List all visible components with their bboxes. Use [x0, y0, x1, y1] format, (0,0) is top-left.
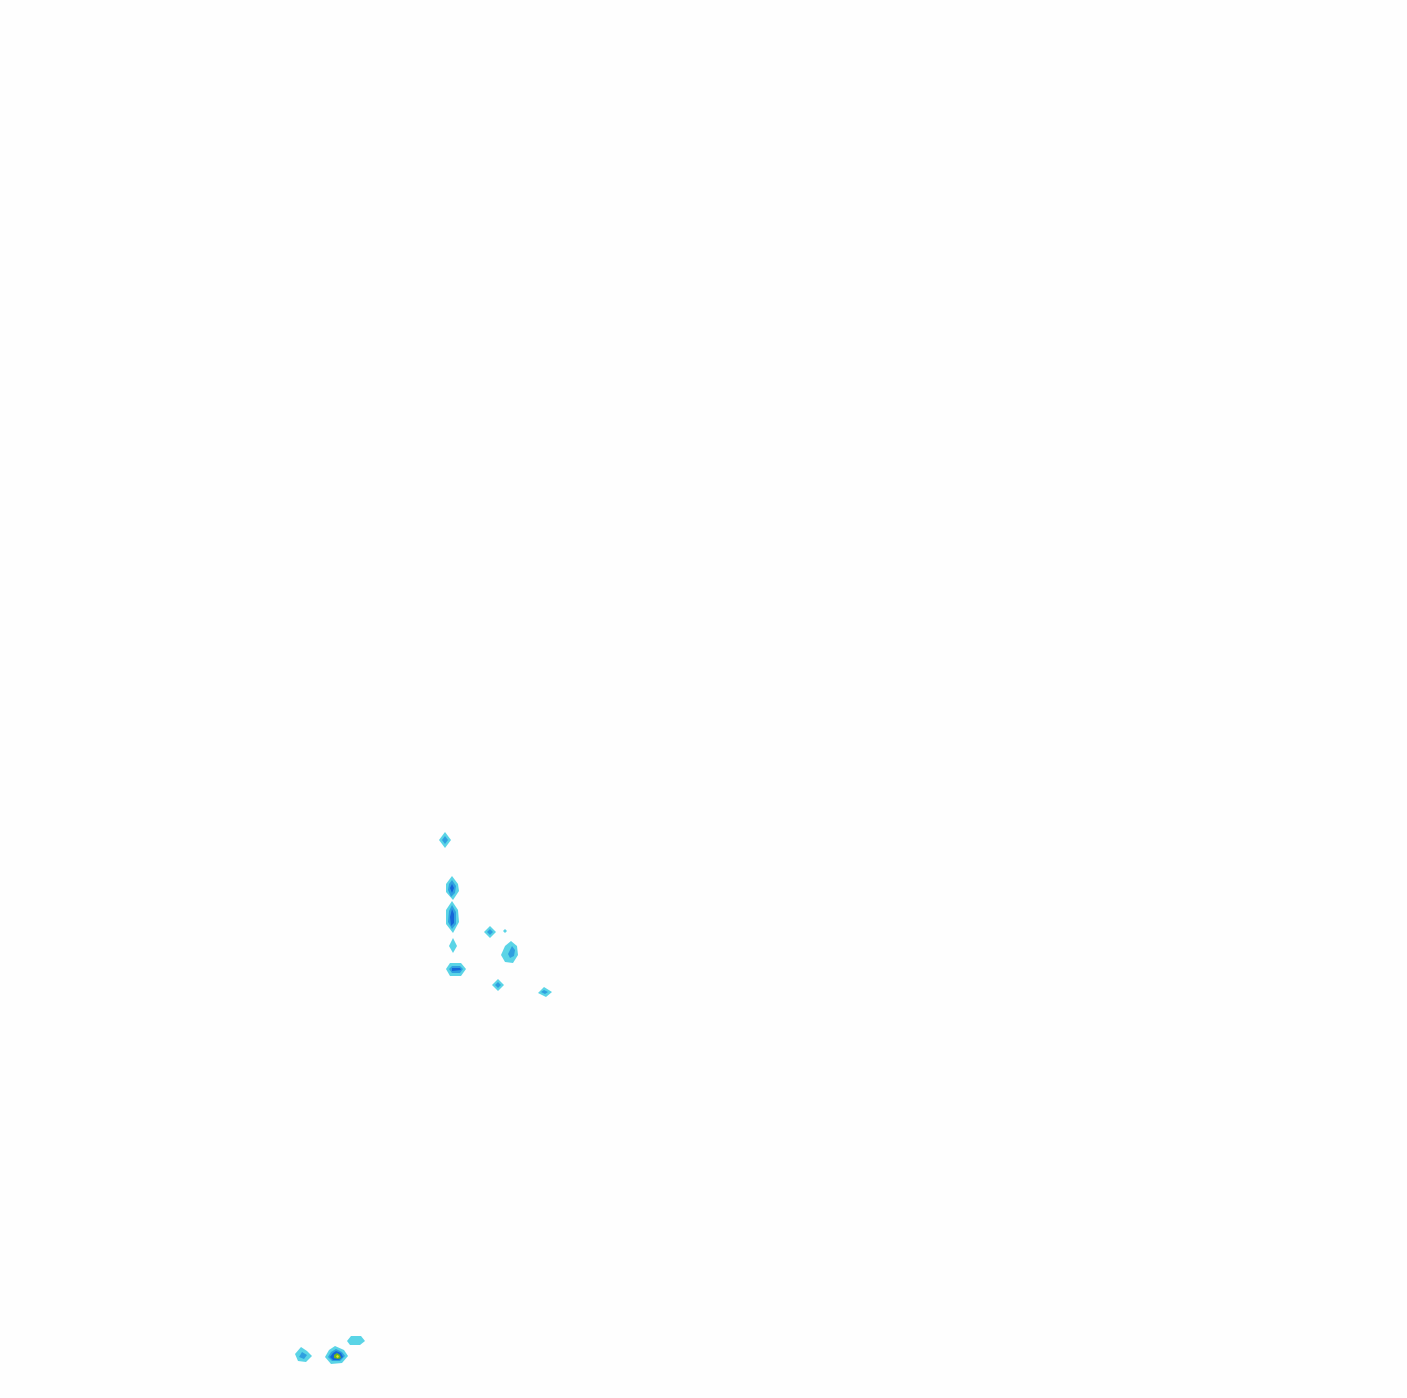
contour-blob	[325, 1346, 348, 1364]
contour-blob	[492, 979, 504, 991]
contour-blob	[449, 938, 457, 953]
contour-blob	[501, 941, 518, 963]
contour-blob	[439, 832, 451, 848]
contour-blob	[538, 987, 552, 997]
contour-blob	[446, 901, 459, 933]
contour-blob	[295, 1347, 312, 1362]
contour-blob	[347, 1336, 365, 1345]
contour-blob	[446, 876, 459, 900]
contour-cluster-upper	[439, 832, 552, 997]
contour-blob	[446, 963, 466, 976]
contour-blob	[484, 926, 496, 938]
contour-blob	[503, 929, 507, 933]
contour-cluster-lower	[295, 1336, 365, 1364]
